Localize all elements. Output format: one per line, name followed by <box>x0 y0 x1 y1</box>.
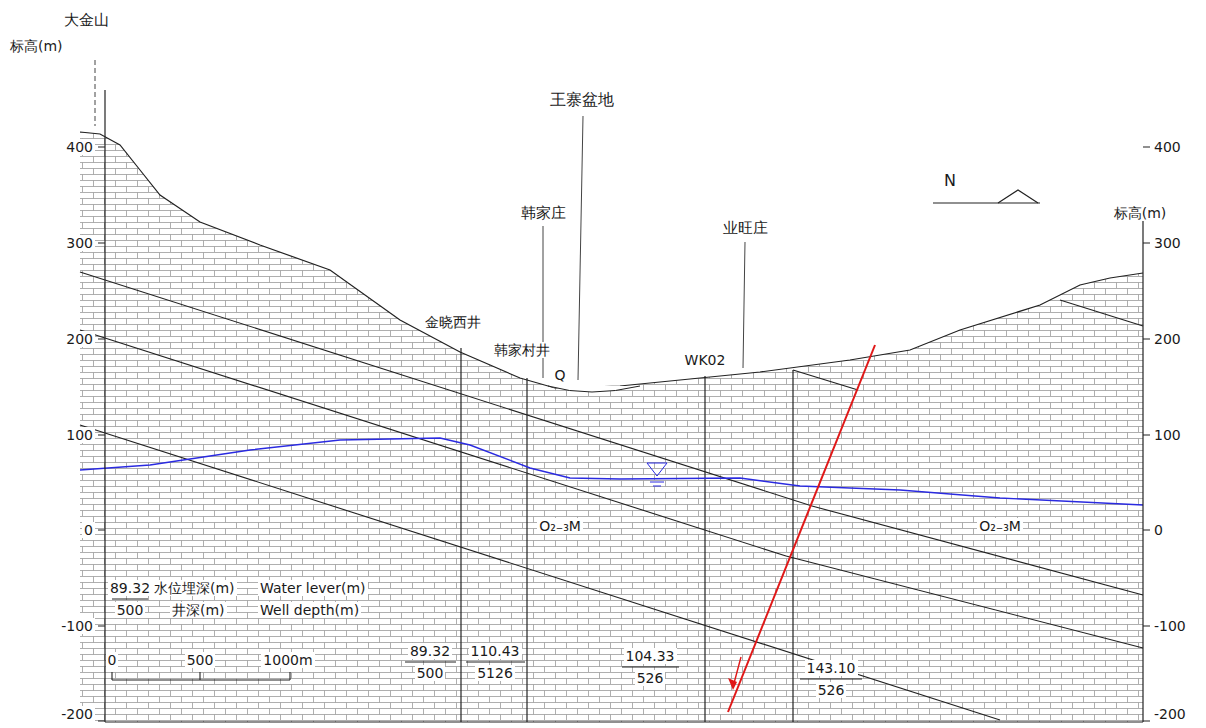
axis-tick-label: 300 <box>64 235 95 251</box>
axis-tick-label: 0 <box>1152 522 1165 538</box>
axis-tick-label: -200 <box>59 706 95 722</box>
section-label: 1000m <box>261 652 314 668</box>
section-label: 89.32 <box>408 643 452 659</box>
axis-tick-label: 400 <box>64 139 95 155</box>
section-label: 业旺庄 <box>721 220 770 236</box>
stratum-line <box>812 506 1143 595</box>
limestone-body <box>80 120 1143 722</box>
well-line <box>526 378 527 722</box>
section-label: 5126 <box>475 665 515 681</box>
section-label: 标高(m) <box>8 38 65 54</box>
section-label: 526 <box>635 670 666 686</box>
section-label: O₂₋₃M <box>977 518 1023 534</box>
axis-tick-label: 300 <box>1152 235 1183 251</box>
water-level-symbol <box>647 463 667 486</box>
section-label: 526 <box>816 682 847 698</box>
section-label: Well depth(m) <box>258 602 361 618</box>
section-label: 89.32 <box>108 580 152 596</box>
stratum-line <box>793 370 858 390</box>
axis-tick-label: 400 <box>1152 139 1183 155</box>
limestone-hatch <box>80 120 1143 722</box>
scale-bar <box>112 672 290 680</box>
section-label: 金晓西井 <box>423 314 483 330</box>
axis-tick-label: -200 <box>1152 706 1188 722</box>
section-label: 井深(m) <box>170 602 227 618</box>
quaternary-lens <box>548 386 640 392</box>
leader-lines <box>95 60 745 380</box>
water-table <box>80 438 1143 505</box>
axis-tick-label: -100 <box>1152 618 1188 634</box>
section-label: 韩家村井 <box>492 342 552 358</box>
well-line <box>460 348 461 722</box>
axes <box>98 90 1150 722</box>
section-label: N <box>942 173 958 189</box>
section-label: 110.43 <box>469 643 522 659</box>
ground-surface <box>80 132 1143 388</box>
axis-tick-label: 0 <box>82 522 95 538</box>
section-label: 500 <box>115 602 146 618</box>
section-label: 水位埋深(m) <box>152 580 237 596</box>
section-label: Q <box>552 367 567 383</box>
axis-tick-label: 100 <box>1152 427 1183 443</box>
stratum-line <box>80 330 786 556</box>
section-label: 王寨盆地 <box>548 92 616 108</box>
axis-tick-label: 200 <box>1152 331 1183 347</box>
section-label: 500 <box>185 652 216 668</box>
section-label: 大金山 <box>62 12 111 28</box>
section-label: WK02 <box>683 352 728 368</box>
section-label: Water lever(m) <box>258 580 368 596</box>
axis-tick-label: 100 <box>64 427 95 443</box>
section-label: 500 <box>415 665 446 681</box>
stratum-line <box>80 425 1000 720</box>
fault <box>728 345 875 712</box>
well-line <box>704 376 705 722</box>
section-label: 标高(m) <box>1112 205 1169 221</box>
stratum-line <box>80 272 812 506</box>
section-label: 0 <box>106 652 119 668</box>
section-label: 143.10 <box>805 660 858 676</box>
wells <box>461 348 793 722</box>
stratum-line <box>1060 300 1143 326</box>
axis-tick-label: -100 <box>59 618 95 634</box>
section-label: 104.33 <box>624 648 677 664</box>
axis-tick-label: 200 <box>64 331 95 347</box>
stratum-line <box>786 556 1143 648</box>
north-arrow <box>933 190 1040 203</box>
strata-boundaries <box>80 272 1143 720</box>
section-label: O₂₋₃M <box>537 518 583 534</box>
section-label: 韩家庄 <box>519 205 568 221</box>
